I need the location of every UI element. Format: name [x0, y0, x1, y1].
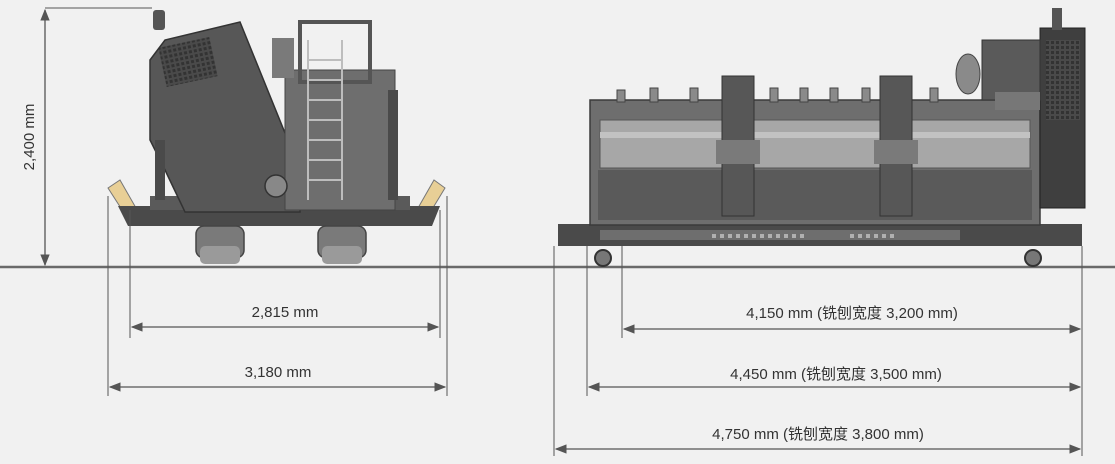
front-extension-lines: [107, 196, 448, 396]
length-short-label: 4,150 mm (铣刨宽度 3,200 mm): [746, 305, 958, 322]
side-view-machine: [558, 8, 1086, 267]
height-dimension: 2,400 mm: [21, 7, 152, 267]
height-label: 2,400 mm: [21, 104, 38, 171]
front-view-machine: [107, 10, 446, 264]
side-extension-lines: [553, 246, 1083, 456]
track-width-dimension: 2,815 mm: [130, 304, 440, 332]
overall-width-label: 3,180 mm: [245, 364, 312, 381]
overall-width-dimension: 3,180 mm: [108, 364, 447, 392]
length-mid-dimension: 4,450 mm (铣刨宽度 3,500 mm): [587, 366, 1082, 392]
length-long-label: 4,750 mm (铣刨宽度 3,800 mm): [712, 426, 924, 443]
length-short-dimension: 4,150 mm (铣刨宽度 3,200 mm): [622, 305, 1082, 334]
length-long-dimension: 4,750 mm (铣刨宽度 3,800 mm): [554, 426, 1082, 454]
length-mid-label: 4,450 mm (铣刨宽度 3,500 mm): [730, 366, 942, 383]
track-width-label: 2,815 mm: [252, 304, 319, 321]
